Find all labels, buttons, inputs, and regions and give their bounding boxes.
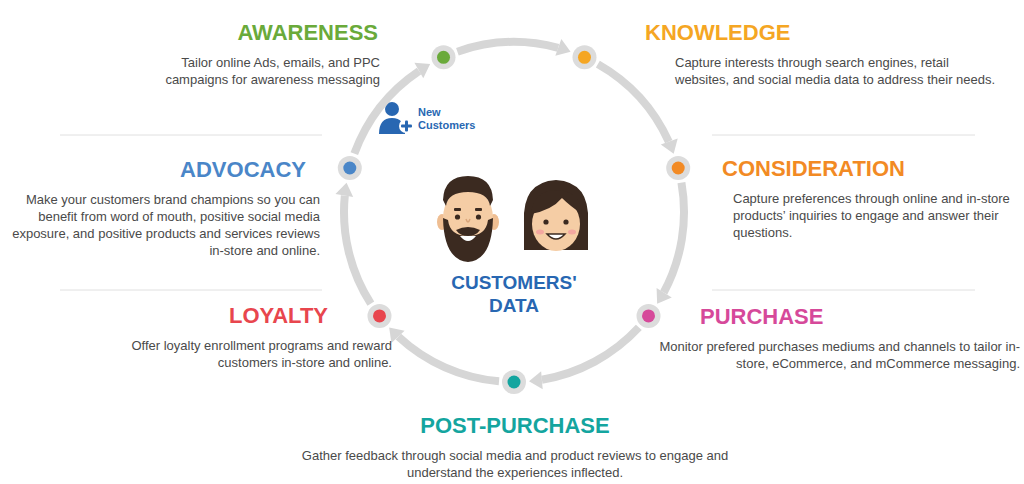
icon-caption: New Customers <box>418 106 475 132</box>
stage-dot <box>642 309 655 322</box>
cycle-arrow <box>335 183 370 304</box>
center-title: CUSTOMERS' DATA <box>451 271 577 317</box>
arc-line <box>344 196 371 304</box>
arc-line <box>598 64 669 142</box>
arrow-head <box>661 138 678 153</box>
stage-dot-ring <box>432 45 456 69</box>
cycle-arrow <box>529 327 639 389</box>
stage-description: Make your customers brand champions so y… <box>10 191 320 259</box>
stage-block: AWARENESS Tailor online Ads, emails, and … <box>100 20 380 88</box>
stage-dot <box>508 376 521 389</box>
stage-dot-ring <box>367 304 391 328</box>
stage-block: KNOWLEDGE Capture interests through searc… <box>640 20 1020 88</box>
stage-block: LOYALTY Offer loyalty enrollment programs… <box>96 303 392 371</box>
cycle-arrow <box>657 183 684 304</box>
stage-heading: ADVOCACY <box>10 157 320 183</box>
stage-description: Gather feedback through social media and… <box>290 447 740 481</box>
cycle-arrow <box>457 39 570 56</box>
stage-dot-ring <box>572 45 596 69</box>
stage-heading: AWARENESS <box>100 20 380 46</box>
arc-line <box>542 327 639 379</box>
stage-dot <box>437 51 450 64</box>
stage-block: CONSIDERATION Capture preferences through… <box>718 156 1016 241</box>
cycle-arrow <box>389 327 499 381</box>
stage-block: ADVOCACY Make your customers brand champi… <box>10 157 320 259</box>
stage-dot-ring <box>666 156 690 180</box>
arrow-head <box>529 371 543 389</box>
arc-line <box>398 337 499 382</box>
stage-description: Capture preferences through online and i… <box>733 190 1013 241</box>
stage-block: PURCHASE Monitor prefered purchases mediu… <box>634 304 1020 372</box>
stage-dot-ring <box>338 156 362 180</box>
man-face <box>437 176 499 262</box>
stage-block: POST-PURCHASE Gather feedback through soc… <box>250 413 780 481</box>
arrow-head <box>657 288 672 304</box>
stage-dot <box>343 162 356 175</box>
stage-dot <box>672 162 685 175</box>
stage-heading: POST-PURCHASE <box>250 413 780 439</box>
stage-dot <box>373 309 386 322</box>
woman-face <box>524 180 588 251</box>
stage-description: Tailor online Ads, emails, and PPC campa… <box>130 54 380 88</box>
arrow-head <box>335 183 353 197</box>
stage-description: Monitor prefered purchases mediums and c… <box>634 338 1020 372</box>
stage-description: Offer loyalty enrollment programs and re… <box>96 337 392 371</box>
stage-dot-ring <box>637 304 661 328</box>
stage-heading: PURCHASE <box>634 304 1020 330</box>
cycle-arrow <box>598 64 678 154</box>
stage-heading: KNOWLEDGE <box>640 20 1020 46</box>
arrow-head <box>555 39 570 56</box>
arc-line <box>664 183 684 293</box>
stage-heading: LOYALTY <box>96 303 392 329</box>
stage-dot <box>578 51 591 64</box>
stage-description: Capture interests through search engines… <box>675 54 1005 88</box>
stage-heading: CONSIDERATION <box>718 156 1016 182</box>
arrow-head <box>414 63 430 79</box>
stage-dot-ring <box>502 370 526 394</box>
arc-line <box>457 42 558 52</box>
